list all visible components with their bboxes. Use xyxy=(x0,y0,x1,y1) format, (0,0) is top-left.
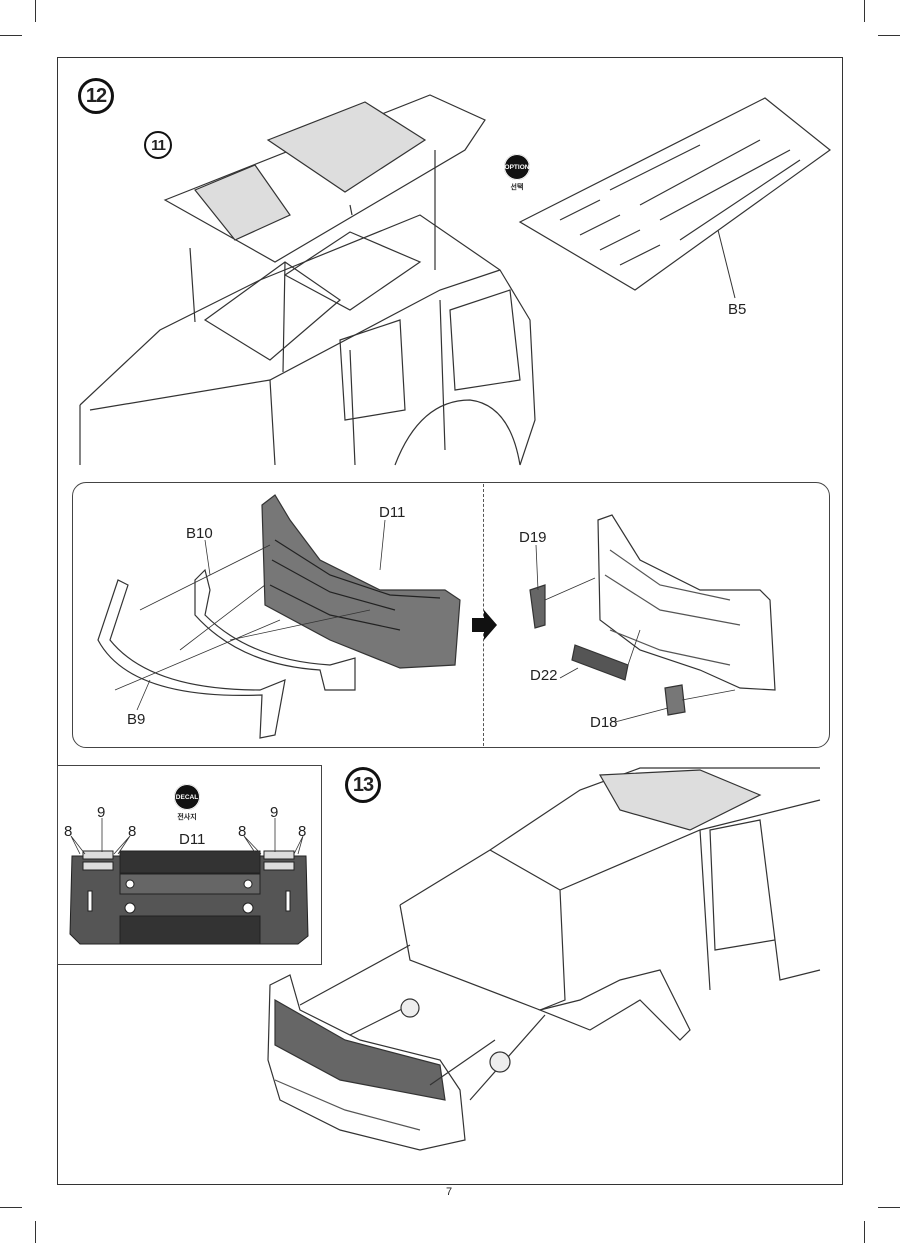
crop-mark xyxy=(878,1207,900,1208)
part-label-b5: B5 xyxy=(728,301,747,318)
decal-label-8: 8 xyxy=(238,823,247,840)
front-grille-assembly-illustration xyxy=(97,494,776,739)
part-label-d19: D19 xyxy=(519,529,547,546)
panel-divider xyxy=(483,484,484,746)
part-label-d11: D11 xyxy=(379,504,406,521)
subassembly-panel xyxy=(72,482,830,748)
part-label-d22: D22 xyxy=(530,667,558,684)
crop-mark xyxy=(864,1221,865,1243)
decal-badge-label: DECAL xyxy=(174,784,200,810)
decal-label-9: 9 xyxy=(97,804,106,821)
part-label-d18: D18 xyxy=(590,714,618,731)
option-badge-sub: 선택 xyxy=(510,184,524,191)
option-badge-label: OPTION xyxy=(504,154,530,180)
page-number: 7 xyxy=(446,1186,453,1198)
part-label-b10: B10 xyxy=(186,525,213,542)
decal-badge-sub: 전사지 xyxy=(177,814,197,821)
crop-mark xyxy=(35,0,36,22)
crop-mark xyxy=(0,1207,22,1208)
d11-decal-diagram xyxy=(69,818,309,945)
part-label-b9: B9 xyxy=(127,711,146,728)
arrow-right-icon xyxy=(472,610,497,640)
decal-label-8: 8 xyxy=(298,823,307,840)
decal-label-8: 8 xyxy=(64,823,73,840)
crop-mark xyxy=(878,35,900,36)
step-12-number: 12 xyxy=(78,78,114,114)
decal-badge: DECAL 전사지 xyxy=(174,784,200,822)
decal-part-label-d11: D11 xyxy=(179,831,206,848)
option-badge: OPTION 선택 xyxy=(504,154,530,192)
decal-label-9: 9 xyxy=(270,804,279,821)
optional-roof-b5-illustration xyxy=(518,97,831,299)
crop-mark xyxy=(864,0,865,22)
step-13-number: 13 xyxy=(345,767,381,803)
decal-label-8: 8 xyxy=(128,823,137,840)
crop-mark xyxy=(0,35,22,36)
page-frame xyxy=(57,57,843,1185)
car-front-assembly-illustration xyxy=(267,767,821,1151)
decal-inset: DECAL 전사지 8 9 8 8 9 8 D11 xyxy=(57,765,322,965)
crop-mark xyxy=(35,1221,36,1243)
roof-sunroof-illustration xyxy=(79,94,536,466)
step-11-reference: 11 xyxy=(144,131,172,159)
